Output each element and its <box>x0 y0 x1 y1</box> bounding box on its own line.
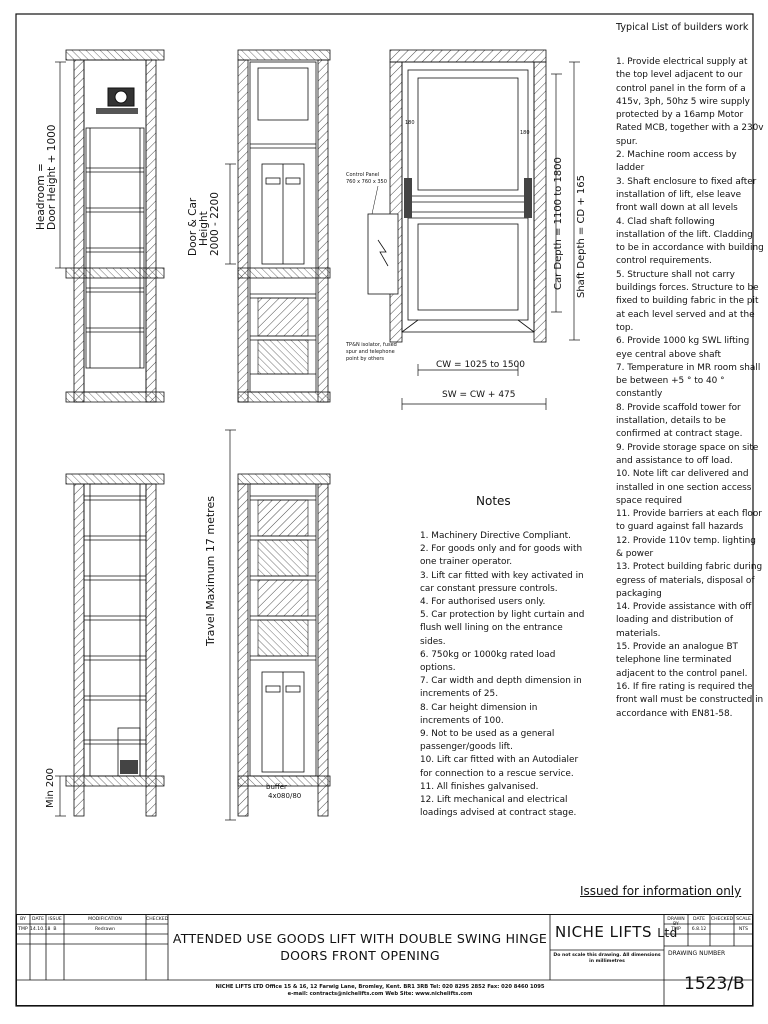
tpn-label-2: spur and telephone <box>346 349 395 355</box>
note-item: 9. Not to be used as a general passenger… <box>420 729 555 753</box>
note-item: 3. Lift car fitted with key activated in… <box>420 570 584 594</box>
sheet-border <box>15 13 754 1007</box>
note-item: 7. Car width and depth dimension in incr… <box>420 676 582 700</box>
plan-view: 180 180 Control Panel 760 x 760 x 350 TP… <box>345 49 587 410</box>
builders-work-item: 4. Clad shaft following installation of … <box>616 216 764 267</box>
builders-work-item: 2. Machine room access by ladder <box>616 150 737 174</box>
address-line-2: e-mail: contracts@nichelifts.com Web Sit… <box>287 990 473 997</box>
control-panel-label: Control Panel <box>346 172 379 178</box>
car-depth-label: Car Depth = 1100 to 1800 <box>553 157 564 290</box>
tb-drawn-by: TMP <box>671 927 681 932</box>
note-item: 8. Car height dimension in increments of… <box>420 702 538 726</box>
builders-work-item: 14. Provide assistance with off loading … <box>616 602 752 639</box>
min200-label: Min 200 <box>45 768 56 808</box>
tpn-label: TP&N isolator, fused <box>345 342 397 348</box>
builders-work-item: 8. Provide scaffold tower for installati… <box>616 402 743 440</box>
tb-scale: NTS <box>738 927 749 932</box>
scale-disclaimer: Do not scale this drawing. All dimension… <box>553 953 661 964</box>
issued-stamp: Issued for information only <box>580 884 742 898</box>
shaft-depth-label: Shaft Depth = CD + 165 <box>576 175 587 298</box>
builders-work-item: 10. Note lift car delivered and installe… <box>616 469 752 506</box>
note-item: 4. For authorised users only. <box>420 597 546 608</box>
dim-180-right: 180 <box>520 130 530 136</box>
cw-label: CW = 1025 to 1500 <box>436 360 525 370</box>
note-item: 2. For goods only and for goods with one… <box>420 544 583 568</box>
drawing-number: 1523/B <box>684 974 745 994</box>
note-item: 11. All finishes galvanised. <box>420 781 539 792</box>
builders-work-item: 6. Provide 1000 kg SWL lifting eye centr… <box>616 336 750 360</box>
headroom-label: Headroom = <box>35 163 47 230</box>
tb-header-modification: MODIFICATION <box>88 917 122 922</box>
elevation-bottom-middle: buffer 4x080/80 Travel Maximum 17 metres <box>204 429 331 821</box>
notes-title: Notes <box>476 494 511 508</box>
control-panel-box <box>367 213 399 295</box>
builders-work-list: 1. Provide electrical supply at the top … <box>616 56 764 721</box>
note-item: 1. Machinery Directive Compliant. <box>420 531 571 541</box>
note-item: 6. 750kg or 1000kg rated load options. <box>420 649 556 674</box>
sw-label: SW = CW + 475 <box>442 390 516 400</box>
notes-list: 1. Machinery Directive Compliant. 2. For … <box>420 530 585 820</box>
drawing-number-label: DRAWING NUMBER <box>668 950 726 957</box>
tb-header-issue: ISSUE <box>48 917 62 922</box>
door-car-label-2: Height <box>198 211 210 246</box>
tb-header-date: DATE <box>32 917 44 922</box>
door-car-label-3: 2000 - 2200 <box>209 192 221 256</box>
control-panel-size: 760 x 760 x 350 <box>346 179 387 185</box>
door-car-label: Door & Car <box>187 197 199 256</box>
tb-header-by: BY <box>20 917 26 922</box>
travel-label: Travel Maximum 17 metres <box>204 496 217 647</box>
tb-row-by: TMP <box>18 927 28 932</box>
tb-date: 6.8.12 <box>691 927 707 932</box>
address-line-1: NICHE LIFTS LTD Office 15 & 16, 12 Farwi… <box>215 984 545 990</box>
builders-work-item: 5. Structure shall not carry buildings f… <box>616 269 759 333</box>
headroom-label-2: Door Height + 1000 <box>46 125 58 231</box>
builders-work-item: 1. Provide electrical supply at the top … <box>616 57 764 147</box>
tb-drawn-by-label: DRAWN BY <box>667 917 685 927</box>
company-name-text: NICHE LIFTS <box>555 923 652 941</box>
company-suffix: Ltd <box>657 926 678 940</box>
buffer-label: buffer <box>266 783 287 791</box>
tb-row-issue: B <box>53 927 57 932</box>
title-block <box>16 914 753 1006</box>
elevation-top-middle: Door & Car Height 2000 - 2200 <box>187 49 331 403</box>
company-name: NICHE LIFTS Ltd <box>555 923 678 941</box>
builders-work-item: 13. Protect building fabric during egres… <box>616 562 763 599</box>
buffer-size: 4x080/80 <box>268 792 301 800</box>
tb-date-label: DATE <box>693 917 705 922</box>
dim-180-left: 180 <box>405 120 415 126</box>
builders-work-item: 15. Provide an analogue BT telephone lin… <box>616 642 748 679</box>
note-item: 5. Car protection by light curtain and f… <box>420 610 585 647</box>
builders-work-item: 9. Provide storage space on site and ass… <box>616 442 759 466</box>
builders-work-item: 11. Provide barriers at each floor to gu… <box>616 509 762 533</box>
tb-scale-label: SCALE <box>736 917 751 922</box>
tb-row-modification: Redrawn <box>94 927 116 932</box>
builders-work-title: Typical List of builders work <box>616 22 749 33</box>
tb-checked-label: CHECKED <box>710 917 734 922</box>
tb-row-date: 14.10.18 <box>30 927 51 932</box>
drawing-title: ATTENDED USE GOODS LIFT WITH DOUBLE SWIN… <box>172 931 548 963</box>
tpn-label-3: point by others <box>346 356 384 362</box>
elevation-top-left: Headroom = Door Height + 1000 <box>35 49 165 403</box>
builders-work-item: 7. Temperature in MR room shall be betwe… <box>616 362 761 400</box>
tb-header-checked: CHECKED <box>146 917 169 922</box>
builders-work-item: 16. If fire rating is required the front… <box>616 681 764 719</box>
elevation-bottom-left: Min 200 <box>45 473 165 817</box>
company-address: NICHE LIFTS LTD Office 15 & 16, 12 Farwi… <box>190 984 570 997</box>
builders-work-item: 12. Provide 110v temp. lighting & power <box>616 535 756 559</box>
note-item: 12. Lift mechanical and electrical loadi… <box>420 795 577 819</box>
note-item: 10. Lift car fitted with an Autodialer f… <box>420 755 579 779</box>
builders-work-item: 3. Shaft enclosure to fixed after instal… <box>616 176 757 214</box>
lightning-icon <box>377 239 389 267</box>
